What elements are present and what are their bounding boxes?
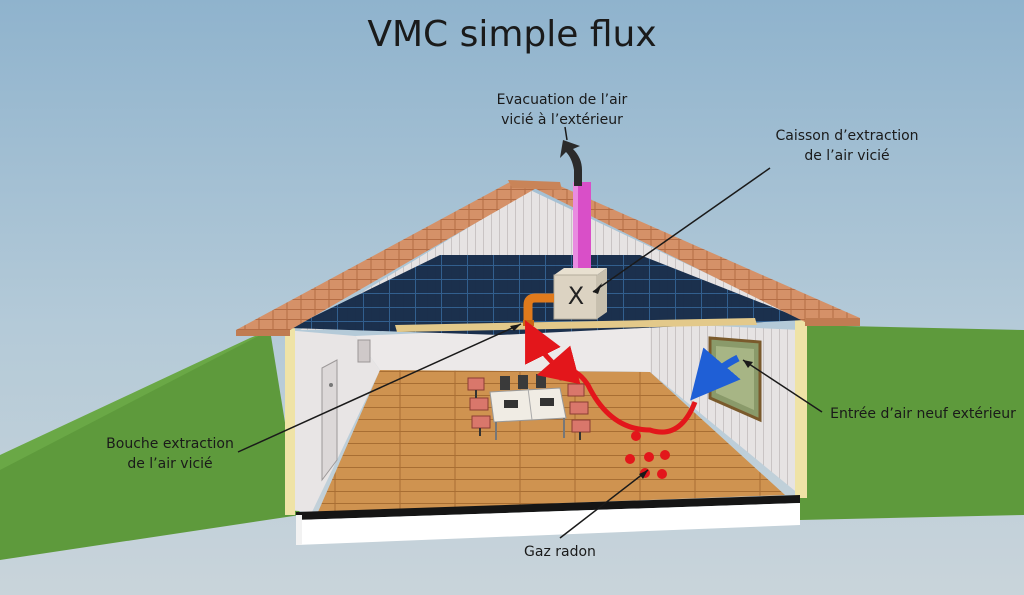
grass-left <box>0 330 300 560</box>
office-desks <box>489 374 567 440</box>
roof-right <box>530 186 860 326</box>
leader-lines <box>237 126 823 539</box>
stale-air-arrow-1 <box>536 345 698 435</box>
fan-icon: X <box>568 282 584 310</box>
stale-air-arrow-2 <box>525 320 561 365</box>
label-bouche: Bouche extraction de l’air vicié <box>106 436 234 472</box>
label-caisson: Caisson d’extraction de l’air vicié <box>775 128 919 164</box>
extract-duct <box>523 293 554 322</box>
label-radon: Gaz radon <box>524 544 596 560</box>
foundation-black <box>296 495 800 520</box>
floor <box>318 370 785 512</box>
fresh-air-arrow <box>690 347 741 401</box>
label-entree: Entrée d’air neuf extérieur <box>830 406 1016 422</box>
exhaust-outlet-icon <box>560 140 582 186</box>
roof-left <box>236 182 540 330</box>
label-evacuation: Evacuation de l’air vicié à l’extérieur <box>496 92 628 128</box>
foundation <box>296 503 800 545</box>
extraction-box <box>554 268 607 275</box>
ceiling-beam <box>395 318 757 332</box>
grass-right <box>800 325 1024 520</box>
door <box>321 359 338 482</box>
page-title: VMC simple flux <box>367 14 657 55</box>
right-wall <box>650 323 800 495</box>
